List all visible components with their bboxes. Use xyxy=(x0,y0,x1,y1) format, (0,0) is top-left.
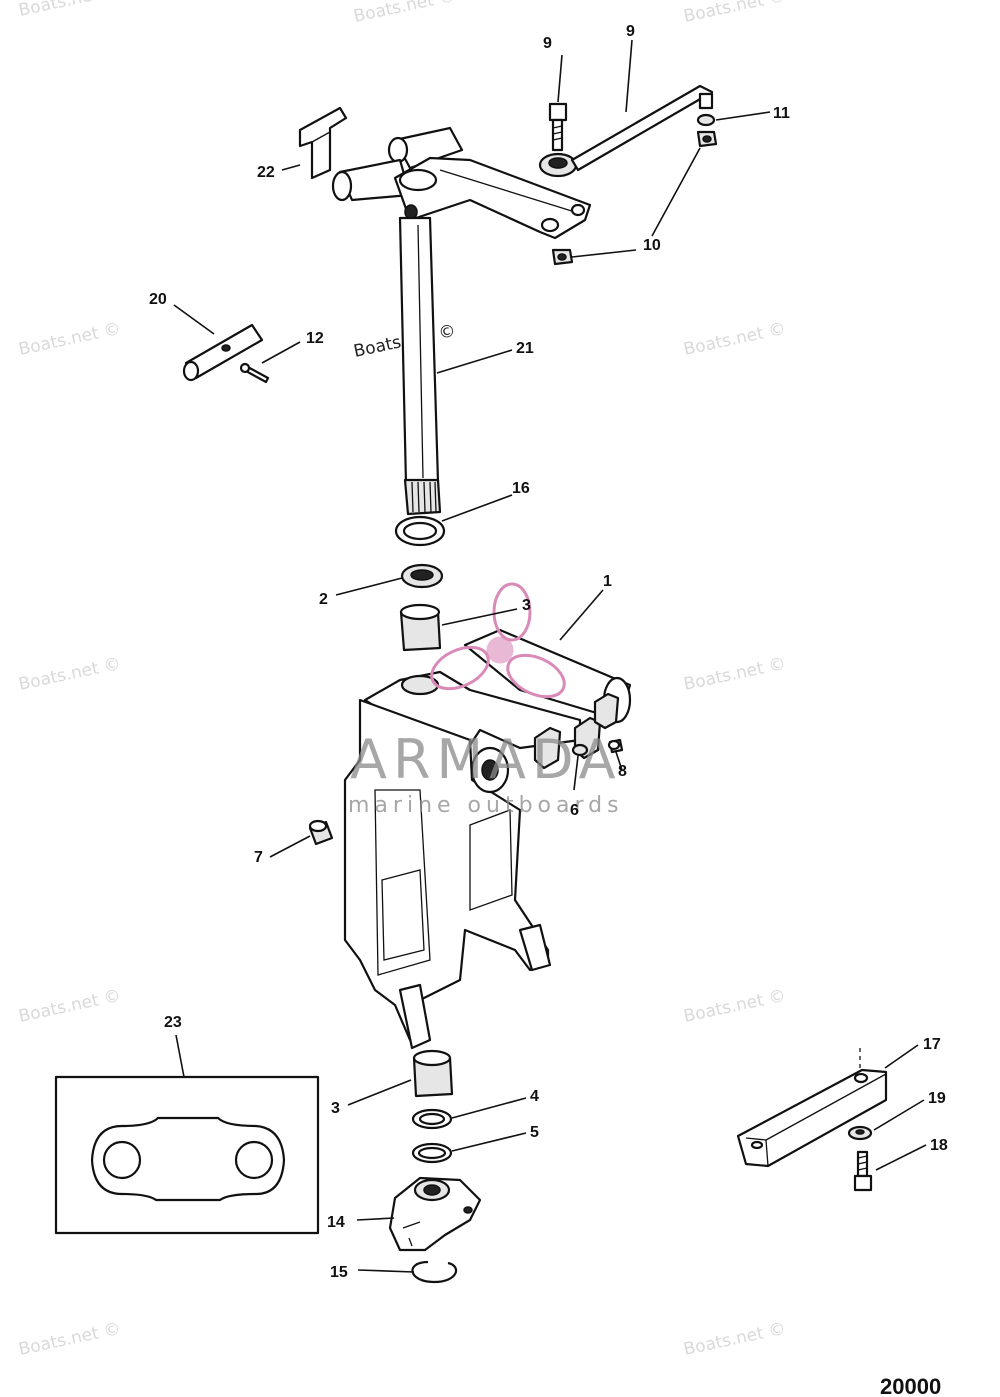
callout-15: 15 xyxy=(330,1264,348,1281)
callout-1: 1 xyxy=(603,573,612,590)
callout-labels: 9 9 11 10 22 20 12 21 16 2 3 1 6 8 7 23 … xyxy=(149,23,948,1281)
watermark: Boats.net © xyxy=(17,654,123,695)
callout-22: 22 xyxy=(257,164,275,181)
part-17-plate xyxy=(736,1048,888,1168)
logo-tagline: marine outboards xyxy=(348,793,624,818)
watermark: Boats.net © xyxy=(682,986,788,1027)
callout-3-lower: 3 xyxy=(331,1100,340,1117)
document-number: 20000 xyxy=(880,1374,941,1397)
callout-23: 23 xyxy=(164,1014,182,1031)
part-23-gasket xyxy=(54,1075,320,1235)
part-11-nut-lower xyxy=(551,248,574,266)
callout-6: 6 xyxy=(570,802,579,819)
watermark: Boats.net © xyxy=(17,986,123,1027)
callout-10: 9 xyxy=(543,35,552,52)
callout-19: 19 xyxy=(928,1090,946,1107)
part-8-screw xyxy=(607,738,624,754)
callout-8: 8 xyxy=(618,763,627,780)
armada-logo: ARMADA marine outboards xyxy=(348,582,624,818)
part-16-thrust-washer xyxy=(394,515,446,547)
part-14-steering-yoke xyxy=(388,1176,482,1252)
watermark: Boats.net © xyxy=(682,0,788,27)
part-5-o-ring xyxy=(411,1142,453,1164)
callout-3-upper: 3 xyxy=(522,597,531,614)
leader-lines xyxy=(173,39,927,1273)
part-1-swivel-bracket xyxy=(343,628,632,1050)
watermark: Boats.net © xyxy=(17,319,123,360)
part-20-pin xyxy=(182,323,264,382)
part-13-cotter-pin xyxy=(239,362,270,384)
part-3-upper-bushing xyxy=(399,603,442,652)
callout-18: 18 xyxy=(930,1137,948,1154)
callout-11: 10 xyxy=(643,237,661,254)
part-22-bracket xyxy=(298,106,348,180)
callout-17: 17 xyxy=(923,1036,941,1053)
callout-9: 9 xyxy=(626,23,635,40)
part-21-steering-tube xyxy=(331,126,592,516)
callout-20: 20 xyxy=(149,291,167,308)
part-9-link-rod xyxy=(538,84,714,178)
part-19-washer xyxy=(847,1125,873,1141)
watermark: Boats.net © xyxy=(17,0,123,21)
callout-5: 5 xyxy=(530,1124,539,1141)
part-10-bolt xyxy=(548,102,568,152)
propeller-icon xyxy=(430,582,566,699)
part-7-bushing xyxy=(308,819,334,846)
callout-4: 4 xyxy=(530,1088,539,1105)
part-4-washer xyxy=(411,1108,453,1130)
part-12-washer xyxy=(696,113,716,127)
watermark: Boats.net © xyxy=(352,0,458,27)
callout-13: 12 xyxy=(306,330,324,347)
watermark: Boats.net © xyxy=(682,319,788,360)
callout-7: 7 xyxy=(254,849,263,866)
watermark: Boats.net © xyxy=(682,1319,788,1360)
logo-brand: ARMADA xyxy=(350,728,622,791)
callout-16: 16 xyxy=(512,480,530,497)
callout-2: 2 xyxy=(319,591,328,608)
watermark: Boats.net © xyxy=(682,654,788,695)
part-6-screw xyxy=(571,743,589,757)
callout-21: 21 xyxy=(516,340,534,357)
part-11-nut-upper xyxy=(696,130,718,148)
part-18-bolt xyxy=(853,1150,873,1192)
part-3-lower-bushing xyxy=(412,1049,454,1098)
callout-14: 14 xyxy=(327,1214,345,1231)
part-15-retaining-ring xyxy=(411,1260,458,1284)
part-2-seal xyxy=(400,563,444,589)
callout-12: 11 xyxy=(773,105,790,122)
watermark: Boats.net © xyxy=(17,1319,123,1360)
